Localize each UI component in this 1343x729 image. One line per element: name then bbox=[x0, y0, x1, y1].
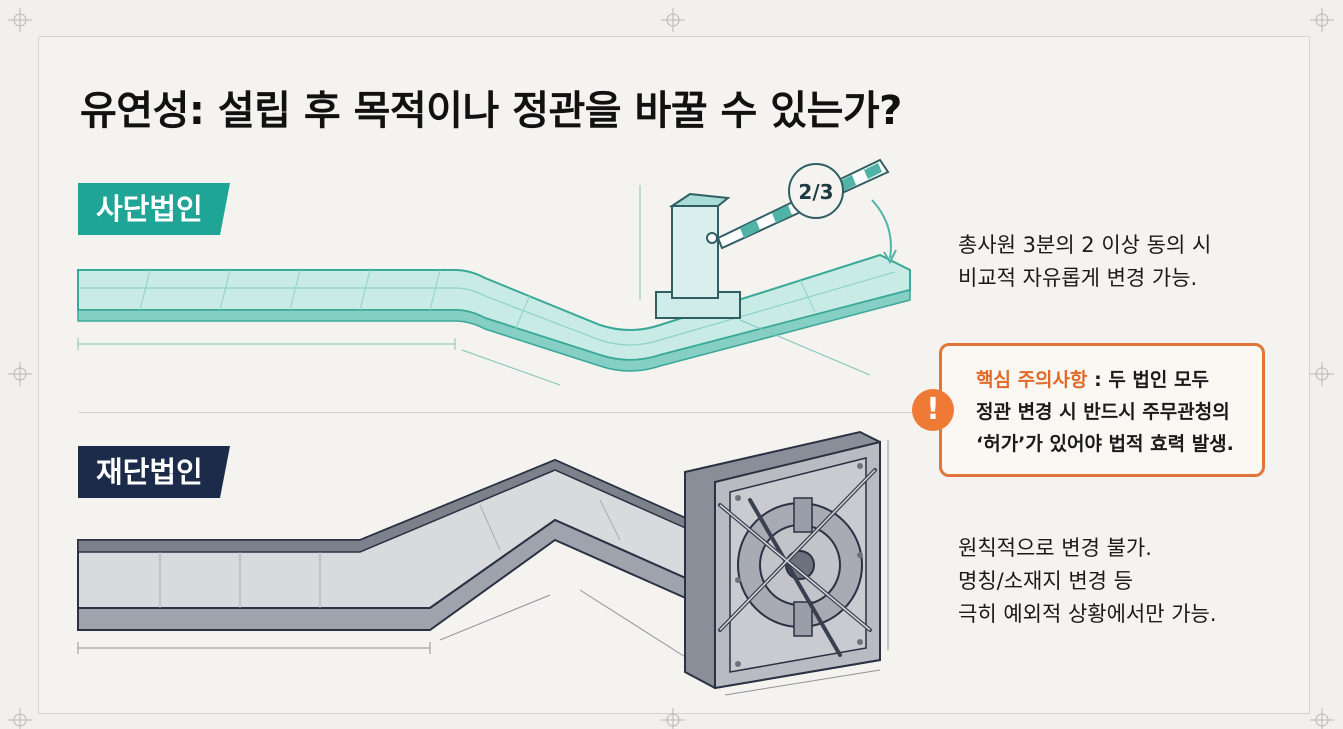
warning-first-line: 핵심 주의사항 : 두 법인 모두 bbox=[976, 364, 1252, 396]
crosshair-icon bbox=[1310, 8, 1334, 32]
sadan-description-line: 비교적 자유롭게 변경 가능. bbox=[958, 266, 1198, 290]
crosshair-icon bbox=[661, 8, 685, 32]
crosshair-icon bbox=[8, 8, 32, 32]
page-title: 유연성: 설립 후 목적이나 정관을 바꿀 수 있는가? bbox=[80, 88, 902, 134]
registration-marks bbox=[8, 8, 1334, 729]
jaedan-description-line: 명칭/소재지 변경 등 bbox=[958, 569, 1133, 593]
warning-callout: 핵심 주의사항 : 두 법인 모두 정관 변경 시 반드시 주무관청의 ‘허가’… bbox=[939, 343, 1265, 477]
sadan-tag: 사단법인 bbox=[78, 183, 230, 235]
exclamation-icon: ! bbox=[912, 389, 954, 431]
gate-ratio-label: 2/3 bbox=[798, 180, 833, 204]
jaedan-description-line: 원칙적으로 변경 불가. bbox=[958, 536, 1152, 560]
jaedan-description-line: 극히 예외적 상황에서만 가능. bbox=[958, 602, 1217, 626]
vault-door bbox=[684, 430, 889, 696]
warning-line: 정관 변경 시 반드시 주무관청의 bbox=[976, 401, 1230, 423]
warning-text-first: : 두 법인 모두 bbox=[1087, 369, 1209, 391]
warning-label: 핵심 주의사항 bbox=[976, 369, 1088, 391]
section-divider bbox=[78, 412, 923, 413]
crosshair-icon bbox=[661, 708, 685, 729]
jaedan-tag: 재단법인 bbox=[78, 446, 230, 498]
two-thirds-badge: 2/3 bbox=[788, 163, 844, 219]
crosshair-icon bbox=[8, 708, 32, 729]
sadan-description: 총사원 3분의 2 이상 동의 시 비교적 자유롭게 변경 가능. bbox=[958, 229, 1211, 295]
sadan-description-line: 총사원 3분의 2 이상 동의 시 bbox=[958, 233, 1212, 257]
jaedan-description: 원칙적으로 변경 불가. 명칭/소재지 변경 등 극히 예외적 상황에서만 가능… bbox=[958, 532, 1217, 631]
warning-line: ‘허가’가 있어야 법적 효력 발생. bbox=[976, 433, 1234, 455]
crosshair-icon bbox=[8, 362, 32, 386]
crosshair-icon bbox=[1310, 362, 1334, 386]
flexible-track bbox=[77, 185, 911, 386]
crosshair-icon bbox=[1310, 708, 1334, 729]
